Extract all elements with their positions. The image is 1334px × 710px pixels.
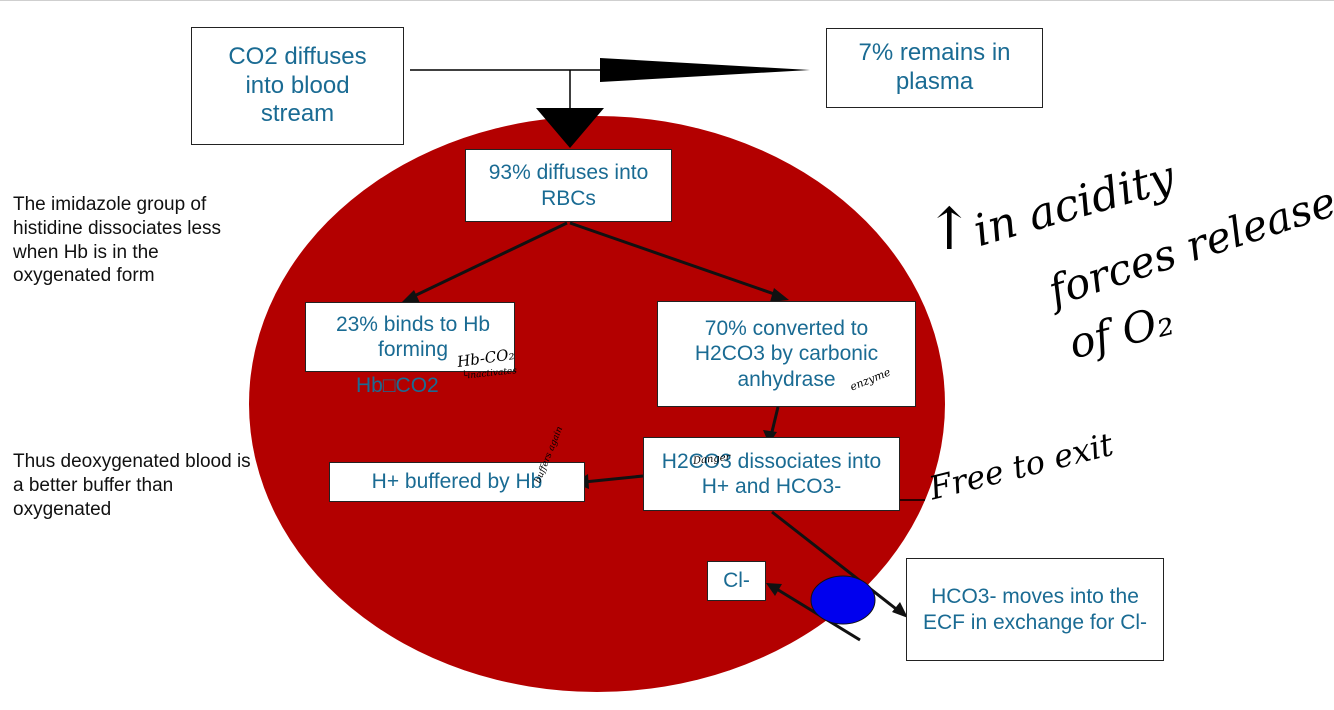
- arrowhead-plasma: [600, 58, 810, 82]
- note-deoxygenated: Thus deoxygenated blood is a better buff…: [13, 451, 251, 520]
- box-binds-hb-text: 23% binds to Hb forming: [335, 312, 491, 361]
- note-imidazole: The imidazole group of histidine dissoci…: [13, 194, 222, 287]
- box-hco3-moves: HCO3- moves into the ECF in exchange for…: [906, 558, 1164, 661]
- box-binds-hb: 23% binds to Hb forming: [305, 302, 515, 372]
- top-divider: [0, 0, 1334, 1]
- box-rbc-text: 93% diffuses into RBCs: [488, 161, 649, 210]
- box-cl: Cl-: [707, 561, 766, 601]
- arrow-to-hco3-moves: [771, 510, 901, 614]
- box-converted: 70% converted to H2CO3 by carbonic anhyd…: [657, 301, 916, 407]
- box-co2-diffuses: CO2 diffuses into blood stream: [191, 27, 404, 145]
- arrowhead-cl: [766, 583, 782, 596]
- arrow-to-binds-hb: [409, 221, 568, 300]
- hbco2-label: Hb□CO2: [356, 374, 439, 397]
- exchanger-channel: [810, 575, 876, 625]
- box-plasma-text: 7% remains in plasma: [858, 39, 1011, 95]
- arrowhead-hco3-moves: [892, 602, 908, 618]
- arrowhead-binds-hb: [402, 290, 420, 303]
- box-plasma: 7% remains in plasma: [826, 28, 1043, 108]
- red-blood-cell: [249, 116, 945, 692]
- box-buffered-text: H+ buffered by Hb: [371, 470, 543, 494]
- hw-acidity-arrow: ↑: [925, 195, 974, 263]
- box-cl-text: Cl-: [723, 569, 750, 593]
- arrow-to-buffered: [583, 474, 644, 484]
- box-converted-text: 70% converted to H2CO3 by carbonic anhyd…: [694, 317, 879, 391]
- box-dissociates-text: H2CO3 dissociates into H+ and HCO3-: [661, 449, 882, 498]
- arrowhead-converted: [770, 288, 789, 302]
- box-buffered: H+ buffered by Hb: [329, 462, 585, 502]
- arrowhead-rbc: [536, 108, 604, 148]
- box-dissociates: H2CO3 dissociates into H+ and HCO3-: [643, 437, 900, 511]
- box-co2-diffuses-text: CO2 diffuses into blood stream: [228, 42, 367, 128]
- arrow-to-dissociates: [769, 406, 780, 437]
- box-rbc: 93% diffuses into RBCs: [465, 149, 672, 222]
- arrow-to-converted: [569, 221, 781, 298]
- box-hco3-moves-text: HCO3- moves into the ECF in exchange for…: [922, 585, 1148, 634]
